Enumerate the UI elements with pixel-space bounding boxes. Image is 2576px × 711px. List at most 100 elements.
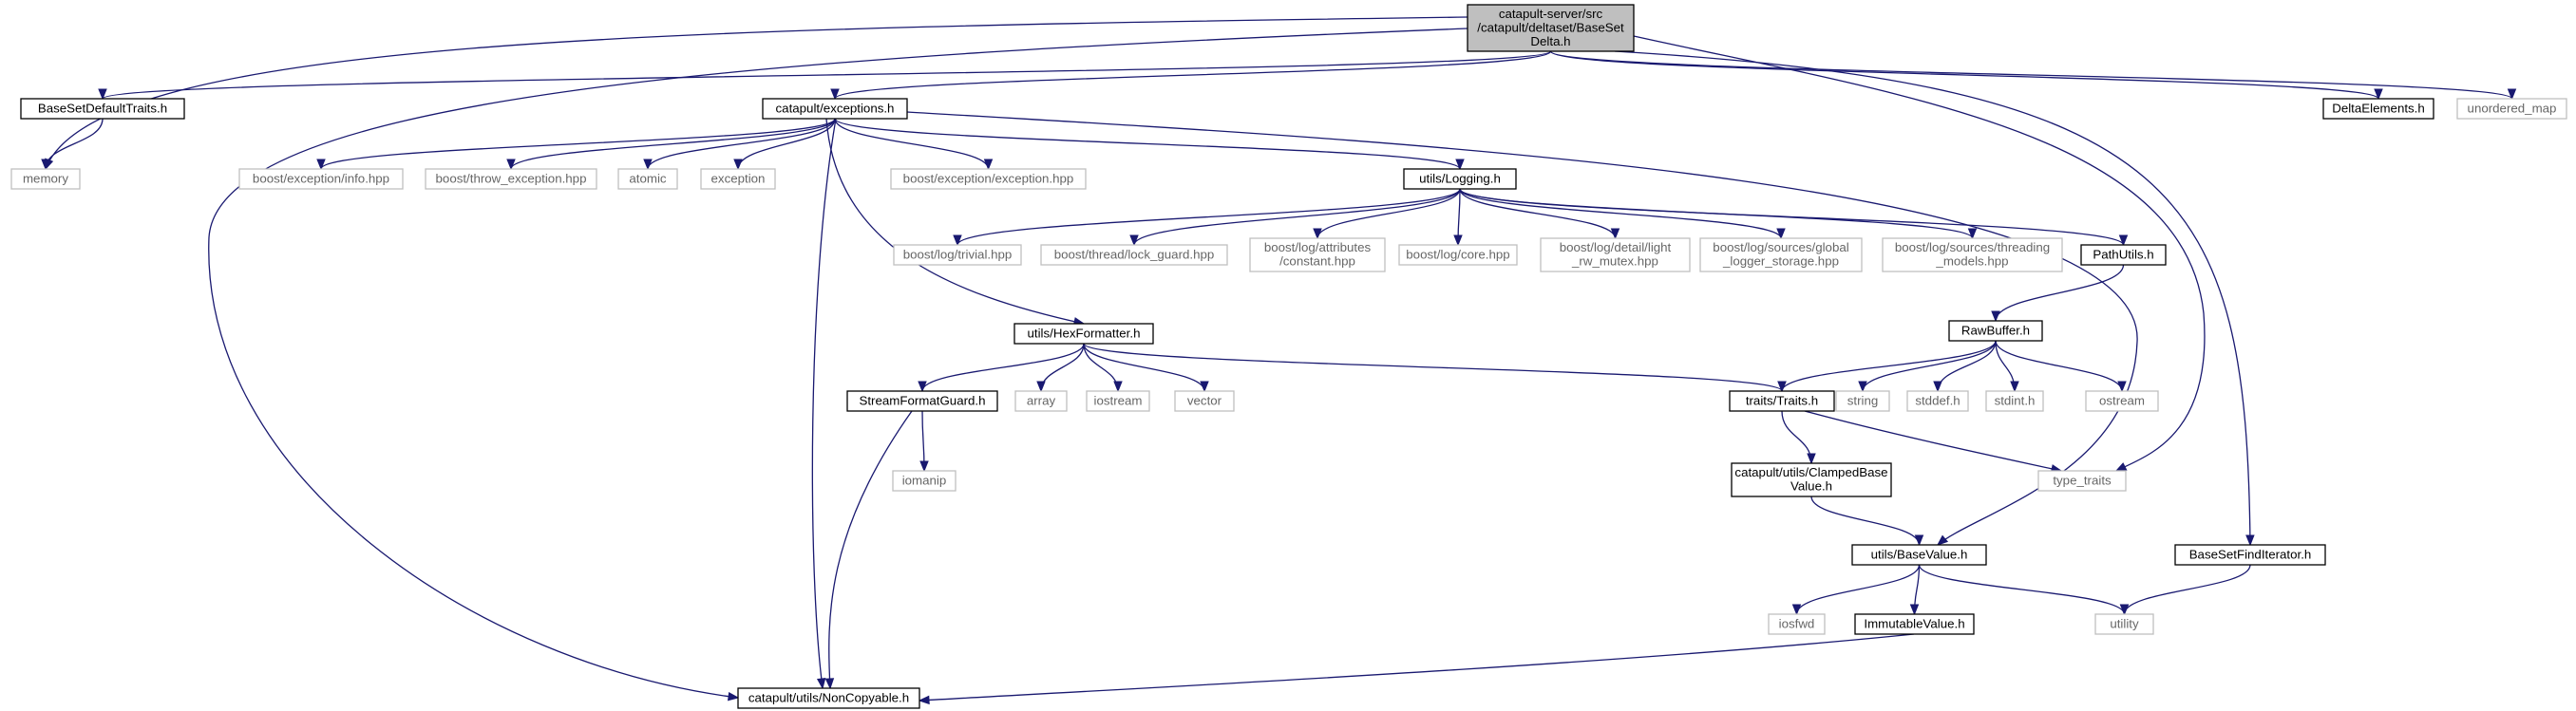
node-basesetfinditerator[interactable]: BaseSetFindIterator.h <box>2174 544 2326 566</box>
node-label: BaseSetDefaultTraits.h <box>38 101 167 115</box>
edge-logging-to-log_core <box>1453 188 1463 247</box>
edge-exceptions-to-exception_hpp <box>834 118 994 171</box>
node-iomanip: iomanip <box>892 470 957 492</box>
node-box <box>846 390 998 412</box>
node-box <box>20 98 185 120</box>
edge-line <box>1459 188 2125 246</box>
edge-line <box>1083 343 1783 392</box>
node-box <box>2085 390 2159 412</box>
node-box <box>890 168 1087 190</box>
edge-line <box>1083 343 1205 392</box>
node-box <box>2037 470 2127 492</box>
edge-arrowhead <box>1313 228 1322 240</box>
edge-basevalue-to-iosfwd <box>1791 564 1921 616</box>
node-box <box>1731 462 1892 497</box>
node-label: DeltaElements.h <box>2332 101 2425 115</box>
node-pathutils[interactable]: PathUtils.h <box>2080 244 2167 266</box>
edge-arrowhead <box>1858 381 1867 393</box>
edge-clampedbasevalue-to-basevalue <box>1810 496 1924 547</box>
edge-arrowhead <box>2010 381 2019 393</box>
node-box <box>10 168 81 190</box>
node-string: string <box>1835 390 1890 412</box>
node-vector: vector <box>1174 390 1235 412</box>
edge-root-to-basesetdefaulttraits <box>98 50 1552 101</box>
node-deltaelements[interactable]: DeltaElements.h <box>2322 98 2434 120</box>
edge-arrowhead <box>2507 88 2517 101</box>
node-box <box>1948 320 2043 342</box>
node-root[interactable]: catapult-server/src/catapult/deltaset/Ba… <box>1467 4 1635 52</box>
node-label: Delta.h <box>1530 34 1570 48</box>
edge-arrowhead <box>1967 228 1978 240</box>
node-hexformatter[interactable]: utils/HexFormatter.h <box>1013 323 1154 345</box>
node-noncopyable[interactable]: catapult/utils/NonCopyable.h <box>737 687 920 709</box>
node-traits[interactable]: traits/Traits.h <box>1729 390 1835 412</box>
node-box <box>1985 390 2044 412</box>
edge-arrowhead <box>98 88 107 101</box>
node-label: ImmutableValue.h <box>1864 616 1964 630</box>
node-label: ostream <box>2099 393 2145 407</box>
edge-arrowhead <box>1776 228 1786 240</box>
edge-arrowhead <box>1129 234 1139 247</box>
edge-arrowhead <box>1936 534 1949 546</box>
edge-hexformatter-to-streamformatguard <box>918 343 1085 393</box>
node-type_traits: type_traits <box>2037 470 2127 492</box>
edge-basevalue-to-utility <box>1918 564 2130 616</box>
node-label: _models.hpp <box>1935 254 2008 269</box>
node-box <box>737 687 920 709</box>
node-logging[interactable]: utils/Logging.h <box>1403 168 1517 190</box>
edge-line <box>1781 340 1997 392</box>
edge-arrowhead <box>643 159 653 171</box>
node-rawbuffer[interactable]: RawBuffer.h <box>1948 320 2043 342</box>
edge-basevalue-to-immutablevalue <box>1909 564 1921 616</box>
edge-root-to-unordered_map <box>1549 50 2517 101</box>
edge-line <box>1810 496 1921 546</box>
node-label: boost/log/sources/threading <box>1895 240 2050 254</box>
node-box <box>1768 613 1826 635</box>
node-exceptions[interactable]: catapult/exceptions.h <box>762 98 908 120</box>
node-box <box>2456 98 2567 120</box>
node-immutablevalue[interactable]: ImmutableValue.h <box>1854 613 1975 635</box>
edge-hexformatter-to-traits <box>1083 343 1787 393</box>
edge-logging-to-light_rw_mutex <box>1459 188 1620 240</box>
edge-arrowhead <box>1453 234 1463 247</box>
node-label: string <box>1847 393 1879 407</box>
node-box <box>893 244 1022 266</box>
edge-line <box>957 188 1461 246</box>
node-box <box>1174 390 1235 412</box>
edge-arrowhead <box>1036 381 1046 393</box>
node-label: StreamFormatGuard.h <box>859 393 985 407</box>
node-box <box>1699 237 1863 272</box>
node-throw_exception: boost/throw_exception.hpp <box>425 168 597 190</box>
node-label: boost/log/sources/global <box>1713 240 1848 254</box>
edge-exceptions-to-exception <box>733 118 836 171</box>
node-streamformatguard[interactable]: StreamFormatGuard.h <box>846 390 998 412</box>
edge-rawbuffer-to-string <box>1858 340 1997 393</box>
edge-rawbuffer-to-stddef <box>1933 340 1997 393</box>
edge-arrowhead <box>824 678 835 690</box>
node-box <box>1398 244 1518 266</box>
node-box <box>1882 237 2063 272</box>
edge-rawbuffer-to-stdint <box>1995 340 2019 393</box>
node-basevalue[interactable]: utils/BaseValue.h <box>1851 544 1987 566</box>
node-log_core: boost/log/core.hpp <box>1398 244 1518 266</box>
edge-line <box>102 50 1552 100</box>
node-box <box>1729 390 1835 412</box>
edge-line <box>1995 340 2123 392</box>
edge-arrowhead <box>919 460 929 473</box>
node-box <box>1467 4 1635 52</box>
edge-line <box>1995 264 2125 322</box>
node-label: stddef.h <box>1915 393 1960 407</box>
node-label: vector <box>1187 393 1222 407</box>
node-box <box>762 98 908 120</box>
node-label: boost/throw_exception.hpp <box>436 171 587 185</box>
edge-line <box>1633 35 2206 472</box>
edge-line <box>1781 410 1812 464</box>
edge-arrowhead <box>918 381 927 393</box>
node-label: iomanip <box>902 473 947 487</box>
node-basesetdefaulttraits[interactable]: BaseSetDefaultTraits.h <box>20 98 185 120</box>
node-label: boost/log/core.hpp <box>1406 247 1509 261</box>
edge-line <box>45 16 1468 170</box>
node-label: array <box>1027 393 1056 407</box>
